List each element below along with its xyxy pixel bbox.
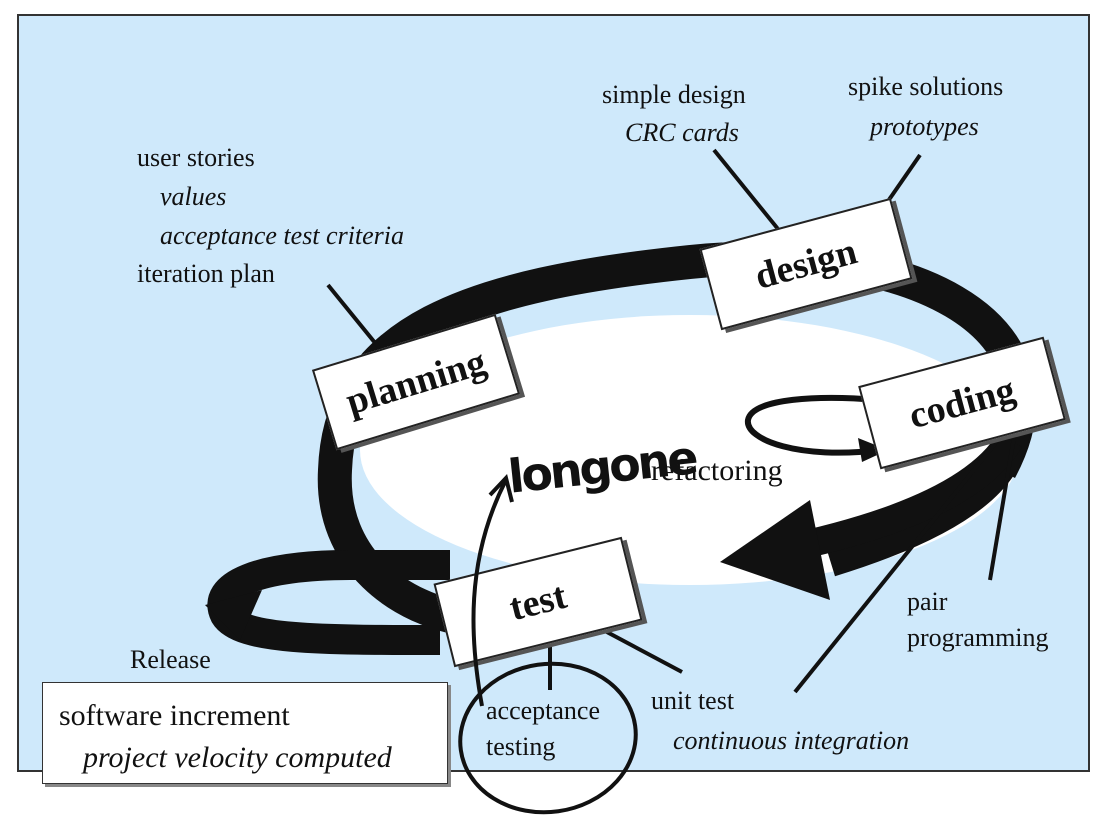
pair-connector <box>988 424 1018 581</box>
note-continuous-integration: continuous integration <box>673 726 910 755</box>
note-spike-solutions: spike solutions <box>848 72 1004 101</box>
note-release: Release <box>130 645 211 674</box>
refactoring-arrow-head <box>858 438 888 462</box>
note-programming: programming <box>907 623 1049 652</box>
note-unit-test: unit test <box>651 686 735 715</box>
note-crc-cards: CRC cards <box>625 118 739 147</box>
note-acceptance-criteria: acceptance test criteria <box>160 221 405 250</box>
note-acceptance: acceptance <box>486 696 601 725</box>
arrow-coding-to-test <box>777 432 1022 564</box>
note-iteration-plan: iteration plan <box>137 259 275 288</box>
ci-connector <box>793 428 1008 694</box>
arrow-head-test <box>720 500 830 600</box>
note-prototypes: prototypes <box>870 112 979 141</box>
design-label: design <box>750 230 862 298</box>
loop-band <box>317 241 1037 637</box>
note-testing: testing <box>486 732 556 761</box>
note-user-stories: user stories <box>137 143 255 172</box>
refactoring-loop <box>744 394 881 456</box>
note-pair: pair <box>907 587 948 616</box>
note-simple-design: simple design <box>602 80 746 109</box>
software-increment-box: software increment project velocity comp… <box>42 682 448 784</box>
project-velocity-label: project velocity computed <box>83 741 392 774</box>
software-increment-label: software increment <box>59 699 290 732</box>
note-refactoring: refactoring <box>651 454 783 487</box>
coding-label: coding <box>904 368 1020 438</box>
note-values: values <box>160 182 227 211</box>
release-arrow-head <box>205 590 262 640</box>
test-label: test <box>505 574 571 630</box>
